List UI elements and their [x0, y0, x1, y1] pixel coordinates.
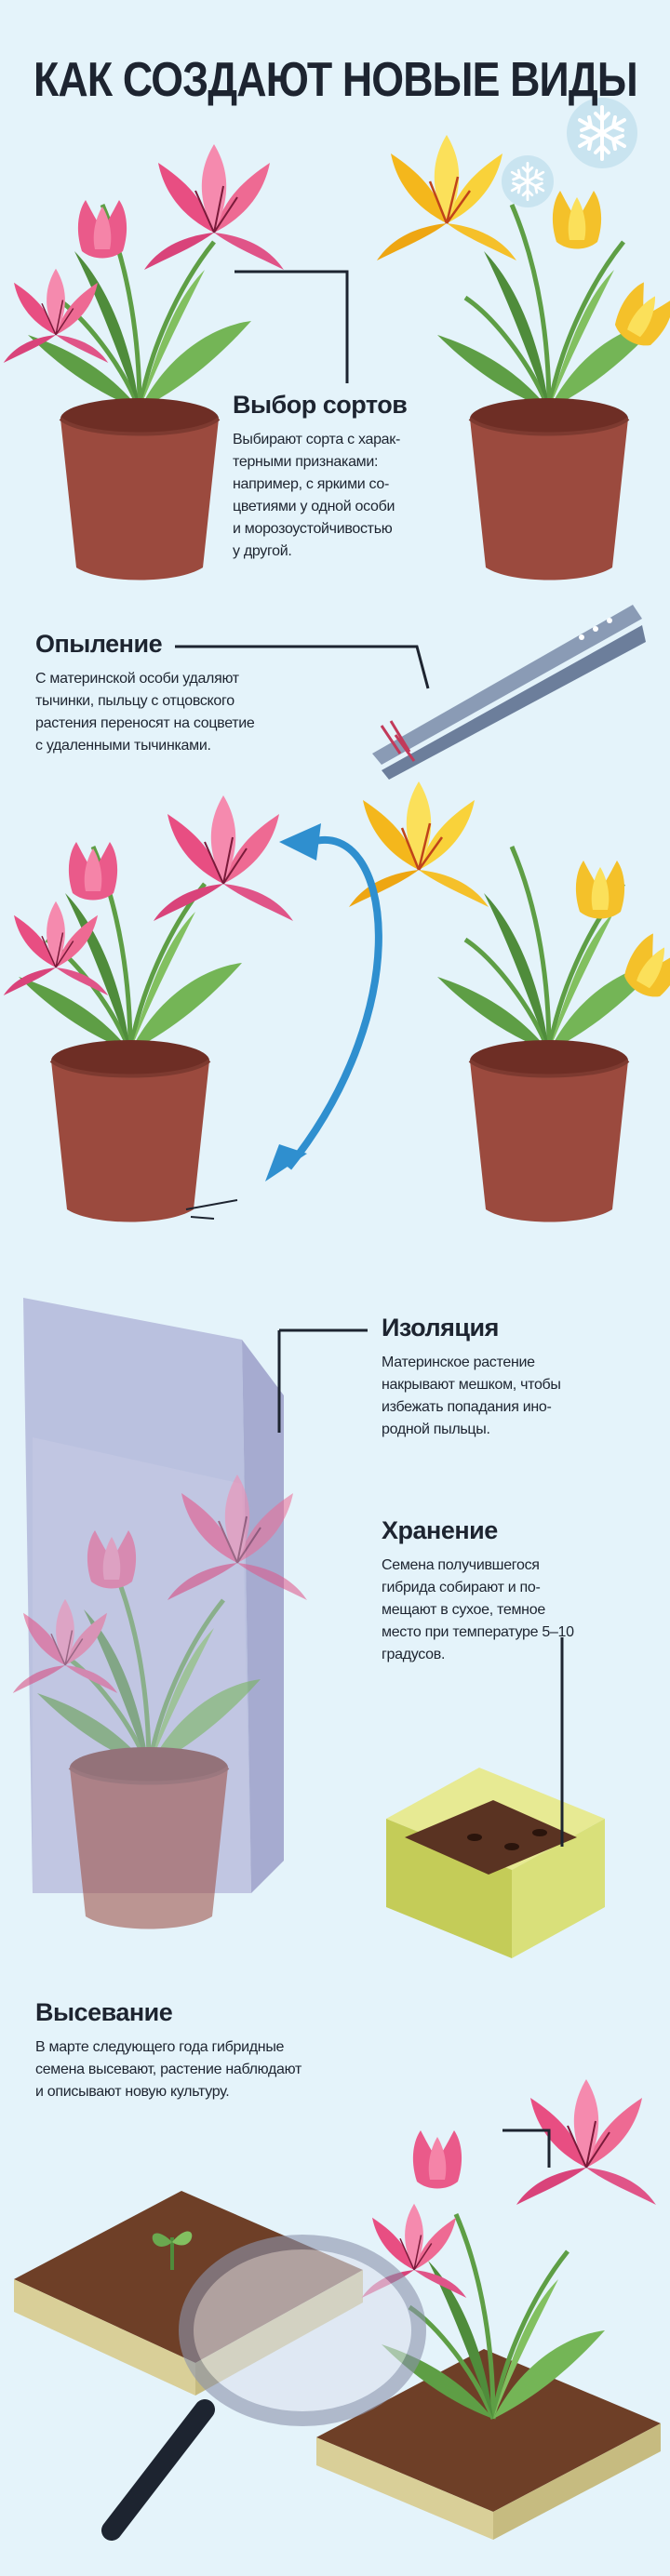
seedling-icon	[152, 2231, 193, 2270]
step-heading: Опыление	[35, 630, 163, 658]
step-text-line: гибрида собирают и по-	[382, 1580, 541, 1595]
step-text-line: родной пыльцы.	[382, 1421, 490, 1437]
step-pollination: Опыление С материнской особи удаляют тыч…	[35, 630, 370, 757]
step-text-line: избежать попадания ино-	[382, 1399, 552, 1415]
step-selection: Выбор сортов Выбирают сорта с харак- тер…	[233, 391, 456, 563]
step-isolation: Изоляция Материнское растение накрывают …	[382, 1314, 651, 1441]
step-text-line: цветиями у одной особи	[233, 499, 395, 514]
step-text-line: семена высевают, растение наблюдают	[35, 2062, 302, 2077]
step-text-line: В марте следующего года гибридные	[35, 2039, 285, 2055]
seed-box-icon	[386, 1768, 605, 1958]
step-heading: Изоляция	[382, 1314, 499, 1341]
step-text-line: с удаленными тычинками.	[35, 738, 211, 754]
step-heading: Выбор сортов	[233, 391, 408, 419]
step-text-line: у другой.	[233, 543, 292, 559]
snowflake-icon	[502, 155, 554, 207]
magnifier-icon	[101, 2235, 426, 2541]
yellow-lily-plant-pollination	[347, 780, 670, 1224]
step-storage: Хранение Семена получившегося гибрида со…	[382, 1516, 651, 1666]
step-text-line: растения переносят на соцветие	[35, 715, 255, 731]
step-text-line: мещают в сухое, темное	[382, 1602, 545, 1618]
page-title: КАК СОЗДАЮТ НОВЫЕ ВИДЫ	[34, 53, 638, 107]
step-sowing: Высевание В марте следующего года гибрид…	[35, 1998, 426, 2103]
pink-lily-plant-pollination	[3, 794, 294, 1224]
callout-line	[234, 270, 349, 383]
step-text-line: Материнское растение	[382, 1355, 535, 1370]
step-text-line: терными признаками:	[233, 454, 379, 470]
step-text-line: накрывают мешком, чтобы	[382, 1377, 561, 1393]
step-text-line: градусов.	[382, 1647, 446, 1662]
step-text-line: С материнской особи удаляют	[35, 671, 239, 687]
seed-tray-right	[316, 2349, 661, 2540]
step-text-line: тычинки, пыльцу с отцовского	[35, 693, 234, 709]
transfer-arrow-icon	[185, 823, 382, 1220]
step-heading: Хранение	[382, 1516, 498, 1544]
step-text-line: место при температуре 5–10	[382, 1624, 574, 1640]
step-text-line: и описывают новую культуру.	[35, 2084, 230, 2100]
snowflake-icon	[567, 98, 637, 168]
step-text-line: и морозоустойчивостью	[233, 521, 393, 537]
step-heading: Высевание	[35, 1998, 173, 2026]
tweezers-icon	[175, 605, 646, 780]
step-text-line: например, с яркими со-	[233, 476, 390, 492]
step-text-line: Выбирают сорта с харак-	[233, 432, 400, 447]
step-text-line: Семена получившегося	[382, 1557, 540, 1573]
